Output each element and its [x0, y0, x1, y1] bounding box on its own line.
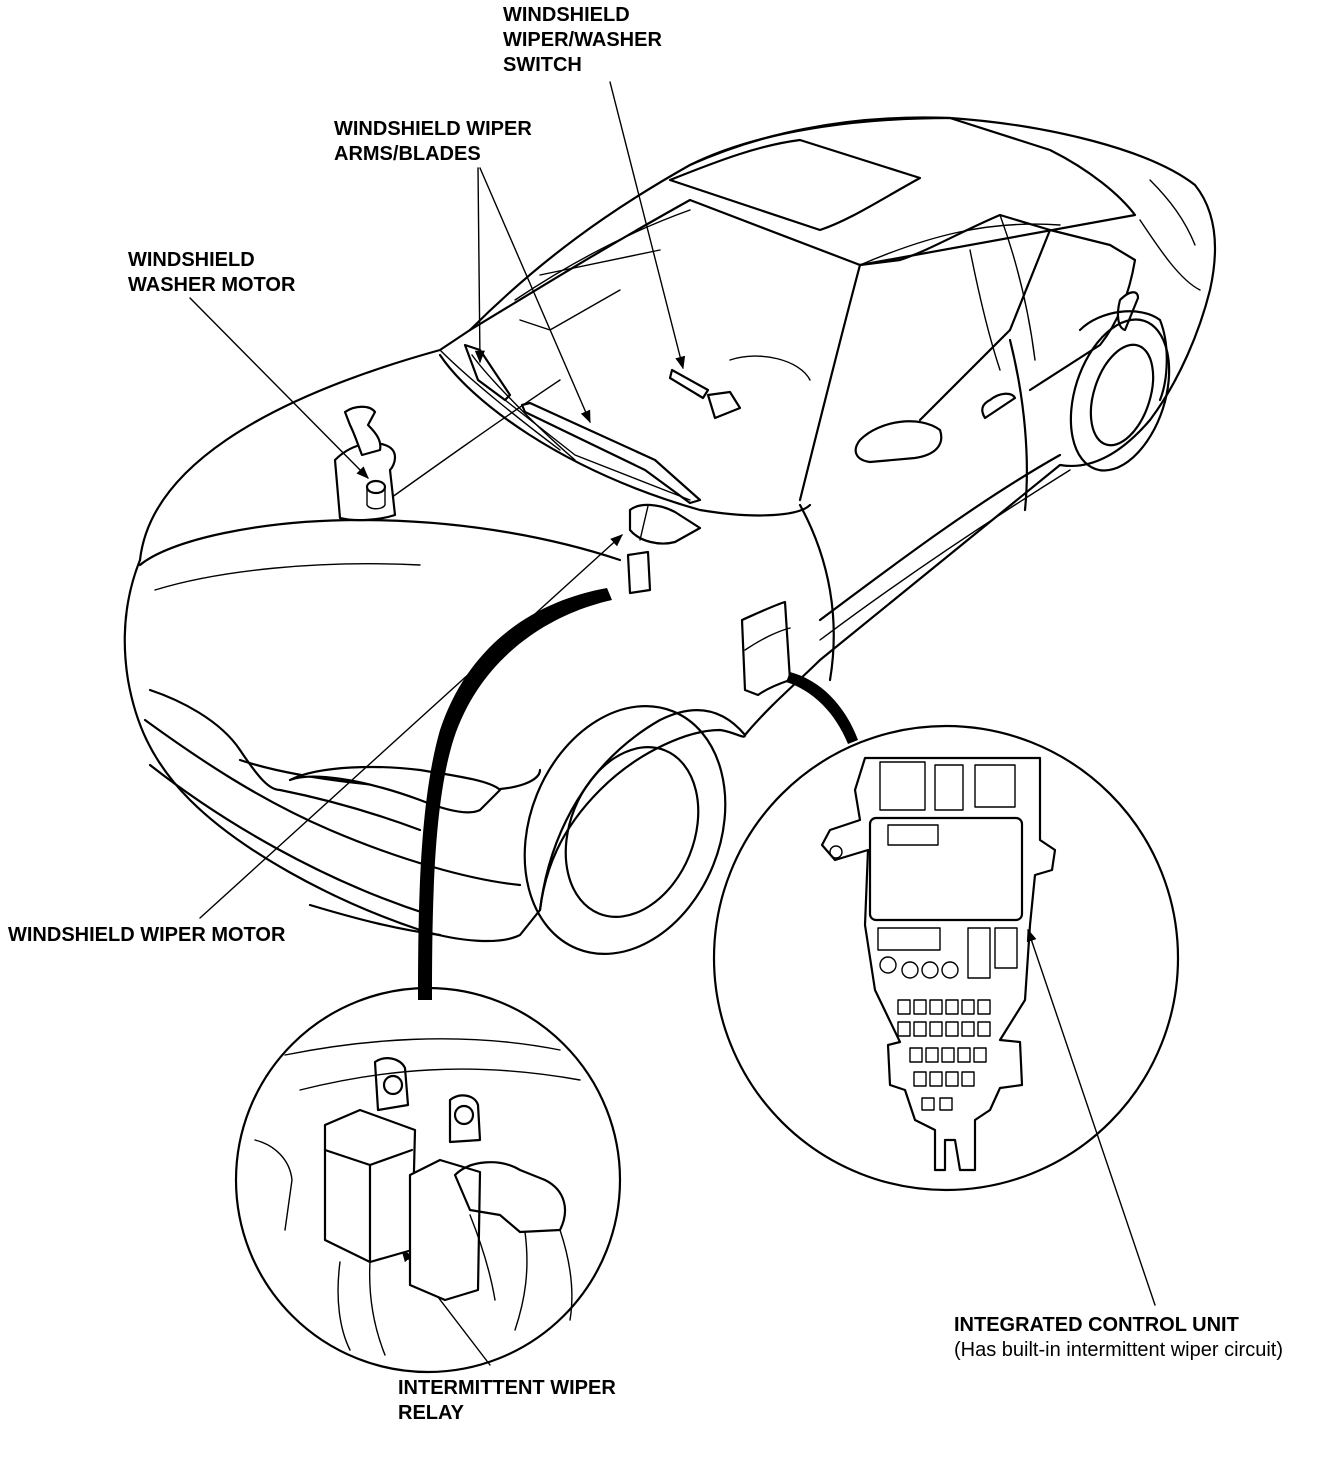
relay-detail [234, 986, 622, 1374]
label-line: WINDSHIELD WIPER [334, 118, 532, 140]
label-note: (Has built-in intermittent wiper circuit… [954, 1339, 1283, 1361]
label-line: WINDSHIELD [128, 249, 255, 271]
label-washer-motor: WINDSHIELD WASHER MOTOR [128, 248, 295, 298]
label-line: WINDSHIELD [503, 4, 630, 26]
relay-detail-leader [418, 588, 612, 1000]
label-line: WIPER/WASHER [503, 29, 662, 51]
label-intermittent-wiper-relay: INTERMITTENT WIPER RELAY [398, 1376, 616, 1426]
label-wiper-arms-blades: WINDSHIELD WIPER ARMS/BLADES [334, 117, 532, 167]
label-line: INTEGRATED CONTROL UNIT [954, 1314, 1239, 1336]
label-line: WASHER MOTOR [128, 274, 296, 296]
label-wiper-washer-switch: WINDSHIELD WIPER/WASHER SWITCH [503, 3, 662, 78]
label-integrated-control-unit: INTEGRATED CONTROL UNIT (Has built-in in… [954, 1313, 1283, 1363]
label-line: SWITCH [503, 54, 582, 76]
label-wiper-motor: WINDSHIELD WIPER MOTOR [8, 923, 285, 948]
control-unit-detail-leader [786, 672, 858, 744]
label-line: RELAY [398, 1402, 464, 1424]
label-line: ARMS/BLADES [334, 143, 481, 165]
control-unit-detail [712, 724, 1180, 1192]
label-line: INTERMITTENT WIPER [398, 1377, 616, 1399]
label-line: WINDSHIELD WIPER MOTOR [8, 924, 286, 946]
